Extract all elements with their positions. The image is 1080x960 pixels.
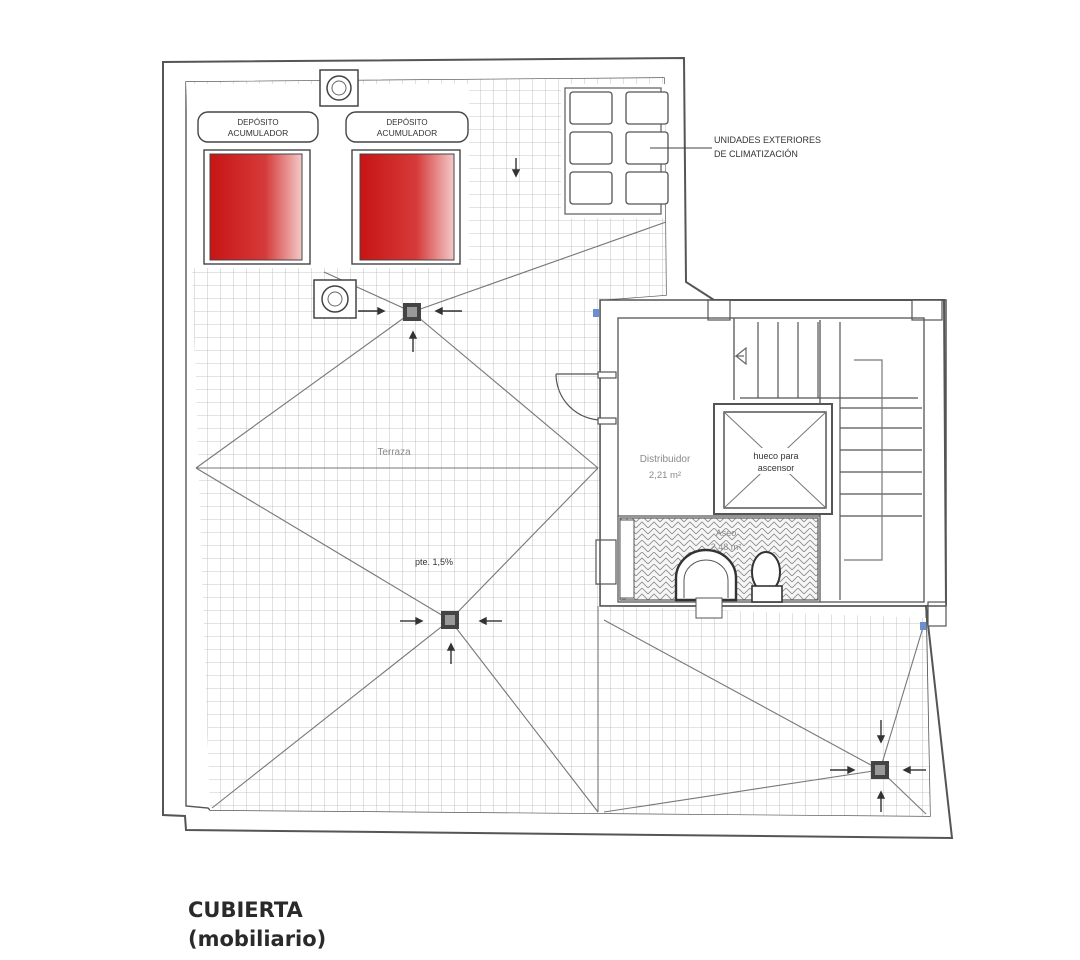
drain-3 xyxy=(871,761,889,779)
elevator-label-line2: ascensor xyxy=(758,463,795,473)
drain-1 xyxy=(403,303,421,321)
bathroom-area: 2,48 m² xyxy=(711,542,742,552)
stairs xyxy=(734,322,922,600)
drain-2 xyxy=(441,611,459,629)
storage-tank-2: DEPÓSITO ACUMULADOR xyxy=(345,111,469,265)
tank-1-label-line1: DEPÓSITO xyxy=(237,118,278,127)
tank-1-label-line2: ACUMULADOR xyxy=(228,128,288,138)
tank-2-label-line2: ACUMULADOR xyxy=(377,128,437,138)
slope-note: pte. 1,5% xyxy=(415,557,453,567)
tank-2-label-line1: DEPÓSITO xyxy=(386,118,427,127)
bathroom: Aseo 2,48 m² xyxy=(619,517,819,619)
ac-units-label-line2: DE CLIMATIZACIÓN xyxy=(714,149,798,159)
vent-top xyxy=(319,69,359,107)
slope-lines xyxy=(195,221,927,815)
elevator-label-line1: hueco para xyxy=(753,451,798,461)
elevator-shaft: hueco para ascensor xyxy=(713,403,833,515)
terrace-label: Terraza xyxy=(377,447,411,458)
door-swing xyxy=(555,371,617,425)
core-block xyxy=(599,299,947,607)
vent-lower xyxy=(313,279,357,319)
ac-units-label-line1: UNIDADES EXTERIORES xyxy=(714,135,821,145)
bathroom-label: Aseo xyxy=(716,528,737,538)
corner-posts xyxy=(595,299,947,627)
connection-markers xyxy=(593,309,926,630)
plan-title: CUBIERTA xyxy=(188,898,303,922)
slope-arrows xyxy=(358,158,926,812)
storage-tank-1: DEPÓSITO ACUMULADOR xyxy=(197,111,319,265)
distributor-label: Distribuidor xyxy=(640,454,691,465)
distributor-area: 2,21 m² xyxy=(649,470,681,481)
plan-subtitle: (mobiliario) xyxy=(188,927,327,951)
plan-caption: CUBIERTA (mobiliario) xyxy=(188,896,326,954)
